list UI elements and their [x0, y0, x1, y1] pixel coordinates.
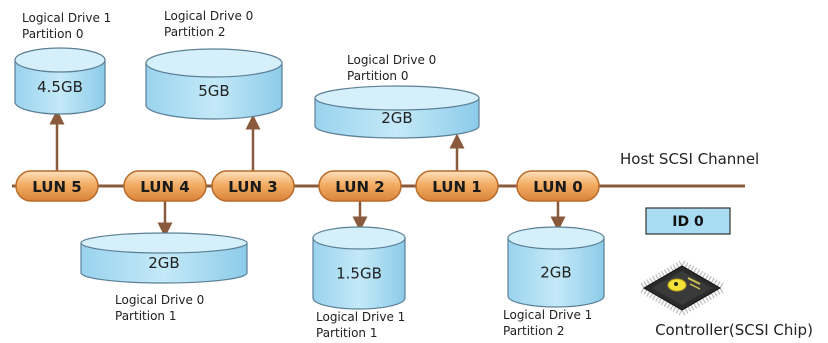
caption-line: Partition 1 — [316, 326, 378, 340]
caption-lun0: Logical Drive 1 Partition 2 — [503, 307, 592, 339]
disk-lun4: 2GB — [80, 232, 248, 284]
lun-pill-lun3[interactable]: LUN 3 — [211, 170, 295, 202]
disk-lun1: 2GB — [314, 85, 480, 139]
lun-label-lun5: LUN 5 — [32, 178, 81, 196]
caption-line: Logical Drive 0 — [164, 9, 254, 23]
lun-pill-lun2[interactable]: LUN 2 — [318, 170, 402, 202]
disk-size-lun0: 2GB — [540, 264, 571, 282]
disk-lun5: 4.5GB — [14, 47, 106, 115]
lun-pill-lun4[interactable]: LUN 4 — [123, 170, 207, 202]
lun-label-lun3: LUN 3 — [228, 178, 277, 196]
caption-line: Logical Drive 1 — [503, 308, 593, 322]
id-badge: ID 0 — [645, 207, 731, 235]
host-scsi-channel-label: Host SCSI Channel — [620, 150, 759, 168]
lun-pill-lun5[interactable]: LUN 5 — [15, 170, 99, 202]
disk-size-lun2: 1.5GB — [336, 265, 382, 283]
caption-lun2: Logical Drive 1 Partition 1 — [316, 309, 405, 341]
disk-size-lun3: 5GB — [198, 82, 229, 100]
caption-lun4: Logical Drive 0 Partition 1 — [115, 292, 204, 324]
disk-size-lun1: 2GB — [381, 109, 412, 127]
caption-line: Partition 1 — [115, 309, 177, 323]
caption-line: Logical Drive 0 — [347, 53, 437, 67]
lun-pill-lun1[interactable]: LUN 1 — [415, 170, 499, 202]
disk-size-lun5: 4.5GB — [37, 78, 83, 96]
disk-lun0: 2GB — [507, 226, 605, 308]
caption-line: Partition 2 — [503, 324, 565, 338]
lun-label-lun2: LUN 2 — [335, 178, 384, 196]
caption-line: Logical Drive 1 — [316, 310, 406, 324]
disk-size-lun4: 2GB — [148, 254, 179, 272]
controller-label: Controller(SCSI Chip) — [655, 321, 813, 339]
lun-pill-lun0[interactable]: LUN 0 — [516, 170, 600, 202]
caption-lun5: Logical Drive 1 Partition 0 — [22, 10, 111, 42]
disk-lun2: 1.5GB — [312, 226, 406, 310]
caption-lun1: Logical Drive 0 Partition 0 — [347, 52, 436, 84]
disk-lun3: 5GB — [145, 48, 283, 120]
lun-label-lun1: LUN 1 — [432, 178, 481, 196]
disks: 4.5GB 2GB 5GB 1.5GB 2GB 2GB — [14, 47, 605, 310]
caption-line: Partition 0 — [347, 69, 409, 83]
lun-pills: LUN 5 LUN 4 LUN 3 LUN 2 LUN 1 LUN 0 — [15, 170, 600, 202]
lun-label-lun0: LUN 0 — [533, 178, 582, 196]
caption-line: Partition 2 — [164, 25, 226, 39]
caption-line: Partition 0 — [22, 27, 84, 41]
arrows — [49, 109, 566, 238]
lun-label-lun4: LUN 4 — [140, 178, 189, 196]
caption-line: Logical Drive 1 — [22, 11, 112, 25]
caption-line: Logical Drive 0 — [115, 293, 205, 307]
caption-lun3: Logical Drive 0 Partition 2 — [164, 8, 253, 40]
id-badge-label: ID 0 — [672, 214, 704, 230]
scsi-chip-icon — [640, 260, 724, 316]
